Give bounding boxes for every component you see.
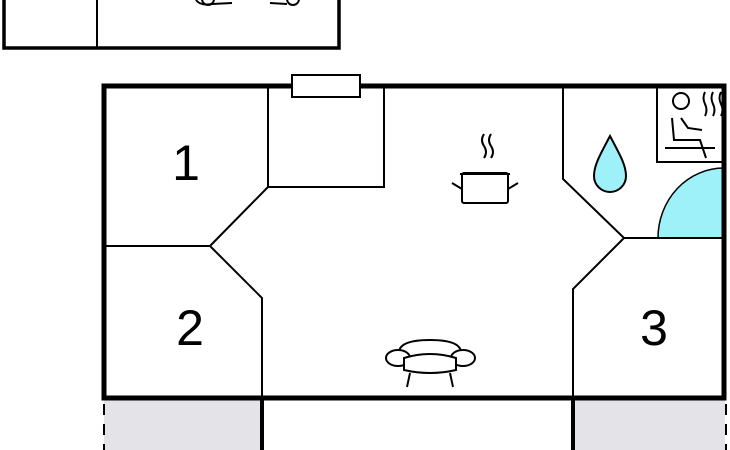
water-drop-icon [592,133,628,193]
sauna-icon [656,86,724,163]
interior-walls [104,86,724,399]
room-label-2: 2 [176,300,204,356]
car-icon [195,0,300,6]
room-label-1: 1 [172,135,200,191]
sofa-icon [385,338,476,388]
window [291,74,361,98]
outer-walls [101,83,727,401]
kitchen-pot-icon [451,133,519,204]
garage [2,0,341,50]
terrace [103,398,727,450]
room-label-3: 3 [640,300,668,356]
pool-shape [657,167,725,239]
